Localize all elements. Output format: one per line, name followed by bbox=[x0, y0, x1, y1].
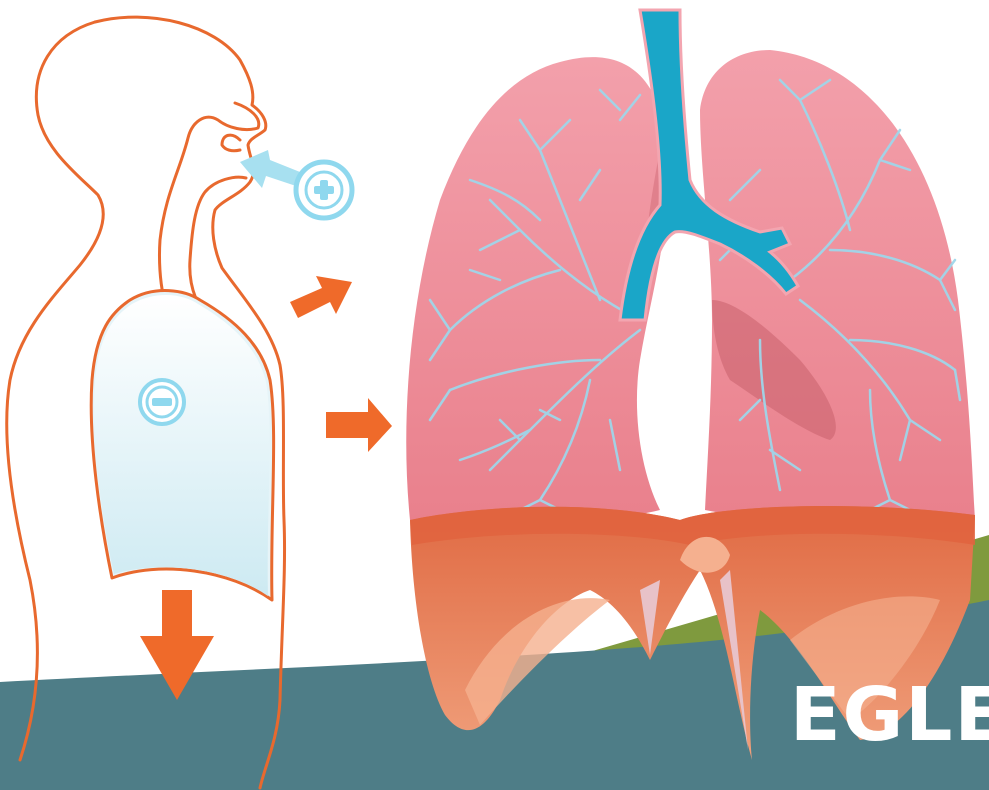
chest-cavity bbox=[94, 295, 269, 596]
brand-logo-text: EGLE bbox=[790, 672, 989, 758]
right-arrow-icon bbox=[290, 276, 392, 452]
right-lung bbox=[700, 50, 975, 525]
plus-sign-icon bbox=[296, 162, 352, 218]
minus-sign-icon bbox=[140, 380, 184, 424]
